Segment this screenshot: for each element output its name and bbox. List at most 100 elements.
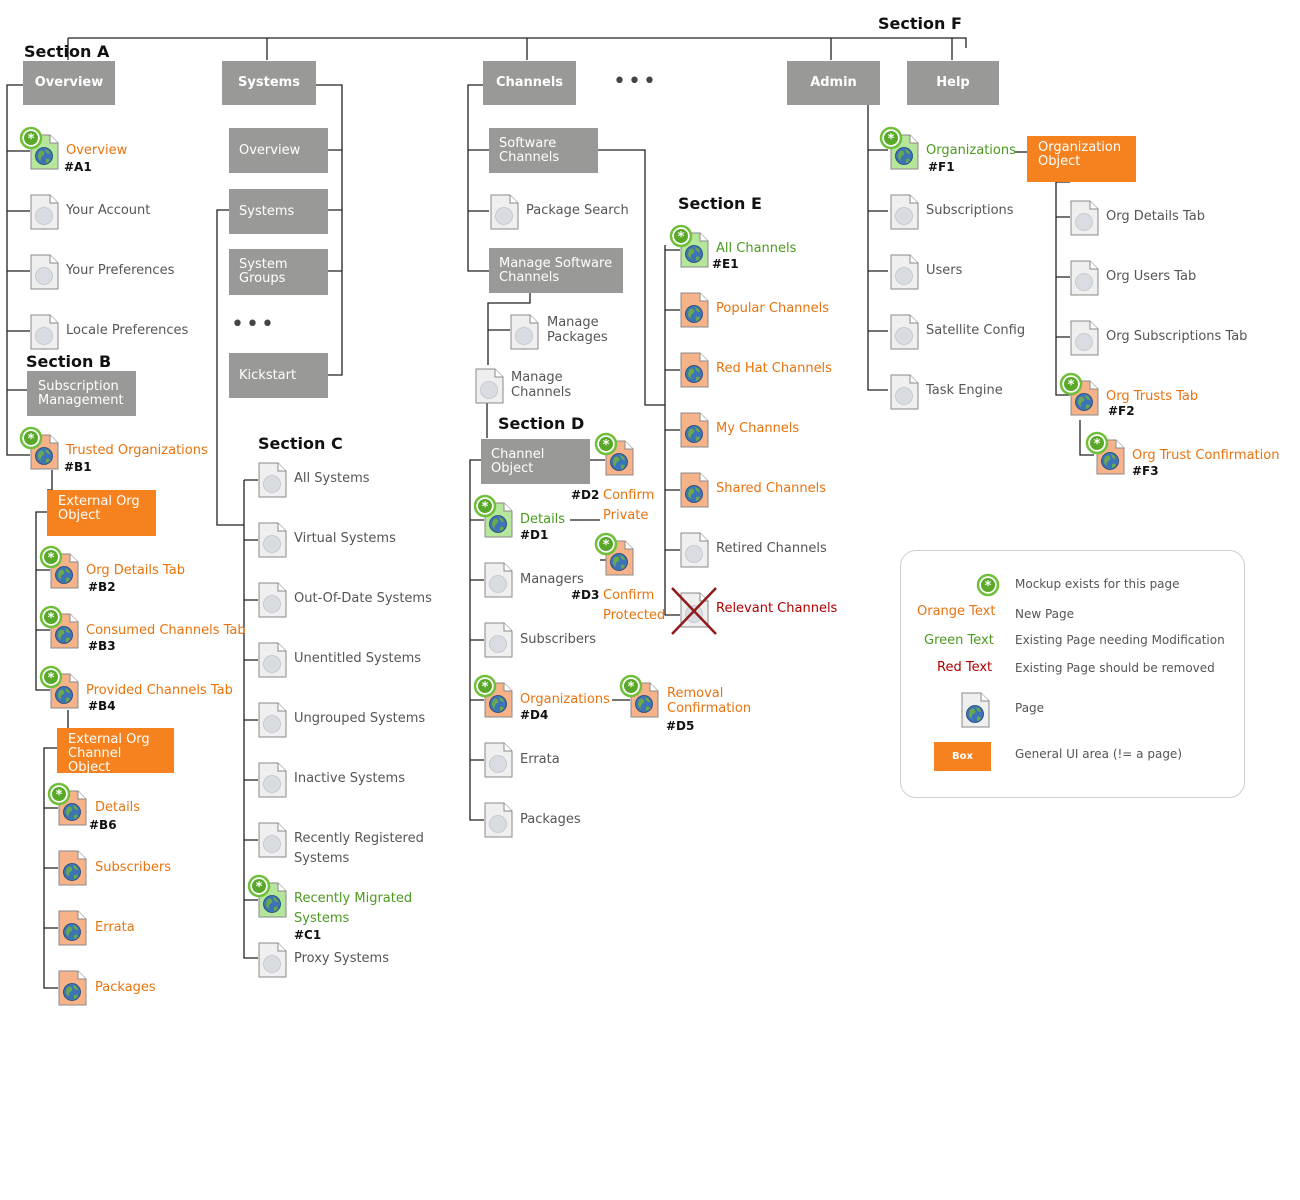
page-label-d-packages: Packages (520, 812, 581, 827)
section-c-heading: Section C (258, 434, 343, 453)
page-label-relevant-channels: Relevant Channels (716, 601, 838, 616)
svg-text:*: * (678, 230, 685, 245)
page-orange-icon (58, 910, 88, 950)
legend-page-desc: Page (1015, 701, 1045, 715)
legend-orange-desc: New Page (1015, 607, 1075, 621)
page-icon (258, 942, 288, 982)
page-tag-f3: #F3 (1132, 464, 1159, 478)
section-b-heading: Section B (26, 352, 112, 371)
page-icon (484, 742, 514, 782)
section-e-heading: Section E (678, 194, 762, 213)
page-label-b-errata: Errata (95, 920, 135, 935)
box-system-groups: System Groups (229, 249, 328, 295)
page-label-trusted-organizations: Trusted Organizations (66, 443, 208, 458)
page-label-overview: Overview (66, 143, 128, 158)
box-external-org-channel-object: External Org Channel Object (57, 728, 174, 775)
page-tag-d1: #D1 (520, 528, 549, 542)
page-label-org-details-tab: Org Details Tab (86, 563, 185, 578)
page-icon (1070, 320, 1100, 360)
page-orange-icon: * (1059, 372, 1100, 420)
removed-x-icon (671, 587, 717, 635)
svg-text:*: * (985, 579, 992, 594)
page-label-d-details: Details (520, 512, 566, 527)
page-label-ungrouped-systems: Ungrouped Systems (294, 711, 426, 726)
page-label-provided-channels-tab: Provided Channels Tab (86, 683, 233, 698)
page-label-my-channels: My Channels (716, 421, 800, 436)
page-icon (30, 194, 60, 234)
page-label-shared-channels: Shared Channels (716, 481, 827, 496)
page-label-package-search: Package Search (526, 203, 629, 218)
page-icon (30, 314, 60, 354)
page-green-icon: * (669, 224, 710, 272)
page-tag-a1: #A1 (64, 160, 92, 174)
page-icon (961, 692, 991, 732)
page-orange-icon: * (39, 665, 80, 713)
page-tag-c1: #C1 (294, 928, 322, 942)
page-label-subscriptions: Subscriptions (926, 203, 1014, 218)
svg-text:*: * (603, 438, 610, 453)
page-icon (258, 822, 288, 862)
box-subscription-management: Subscription Management (27, 371, 136, 416)
page-label-your-account: Your Account (66, 203, 151, 218)
page-tag-d4: #D4 (520, 708, 549, 722)
page-label-task-engine: Task Engine (926, 383, 1003, 398)
page-label-virtual-systems: Virtual Systems (294, 531, 396, 546)
page-icon (890, 374, 920, 414)
nav-box-channels: Channels (483, 61, 576, 105)
page-orange-icon: * (39, 545, 80, 593)
page-icon (484, 562, 514, 602)
page-label-manage-channels: Manage Channels (511, 370, 572, 400)
page-orange-icon (680, 352, 710, 392)
page-icon (484, 802, 514, 842)
box-software-channels: Software Channels (489, 128, 598, 173)
page-label-manage-packages: Manage Packages (547, 315, 608, 345)
page-icon (484, 622, 514, 662)
svg-text:*: * (48, 671, 55, 686)
page-label-retired-channels: Retired Channels (716, 541, 827, 556)
page-orange-icon: * (473, 674, 514, 722)
page-label-organizations: Organizations (926, 143, 1016, 158)
page-orange-icon (680, 412, 710, 452)
page-label-b-subscribers: Subscribers (95, 860, 171, 875)
page-label-unentitled-systems: Unentitled Systems (294, 651, 422, 666)
page-orange-icon: * (47, 782, 88, 830)
svg-text:*: * (28, 132, 35, 147)
legend-box-desc: General UI area (!= a page) (1015, 747, 1182, 761)
page-orange-icon: * (594, 532, 635, 580)
page-tag-d2: #D2 (571, 488, 600, 502)
page-label-d-errata: Errata (520, 752, 560, 767)
systems-more-dots: ••• (231, 312, 276, 337)
page-icon (490, 194, 520, 234)
page-tag-d5: #D5 (666, 719, 695, 733)
svg-text:*: * (1094, 437, 1101, 452)
page-icon (890, 314, 920, 354)
page-orange-icon: * (619, 674, 660, 722)
page-orange-icon (680, 472, 710, 512)
page-label-out-of-date-systems: Out-Of-Date Systems (294, 591, 432, 606)
legend-red-label: Red Text (937, 660, 993, 675)
page-label-org-subscriptions-tab: Org Subscriptions Tab (1106, 329, 1248, 344)
page-tag-b2: #B2 (88, 580, 116, 594)
svg-text:*: * (48, 611, 55, 626)
page-tag-d3: #D3 (571, 588, 600, 602)
page-label-inactive-systems: Inactive Systems (294, 771, 405, 786)
page-icon (890, 254, 920, 294)
page-label-confirm-private: Confirm Private (603, 488, 655, 523)
page-orange-icon: * (1085, 431, 1126, 479)
page-green-icon: * (473, 494, 514, 542)
svg-text:*: * (628, 680, 635, 695)
page-label-consumed-channels-tab: Consumed Channels Tab (86, 623, 246, 638)
page-orange-icon: * (19, 426, 60, 474)
page-icon (258, 642, 288, 682)
page-label-d-managers: Managers (520, 572, 584, 587)
svg-text:*: * (603, 538, 610, 553)
nav-box-help: Help (907, 61, 999, 105)
page-label-satellite-config: Satellite Config (926, 323, 1026, 338)
legend-green-desc: Existing Page needing Modification (1015, 633, 1225, 647)
nav-more-dots: ••• (613, 69, 658, 94)
box-systems-systems: Systems (229, 189, 328, 234)
page-label-all-systems: All Systems (294, 471, 370, 486)
page-orange-icon (58, 850, 88, 890)
page-label-org-trust-confirmation: Org Trust Confirmation (1132, 448, 1280, 463)
mockup-badge-icon: * (975, 572, 1001, 602)
